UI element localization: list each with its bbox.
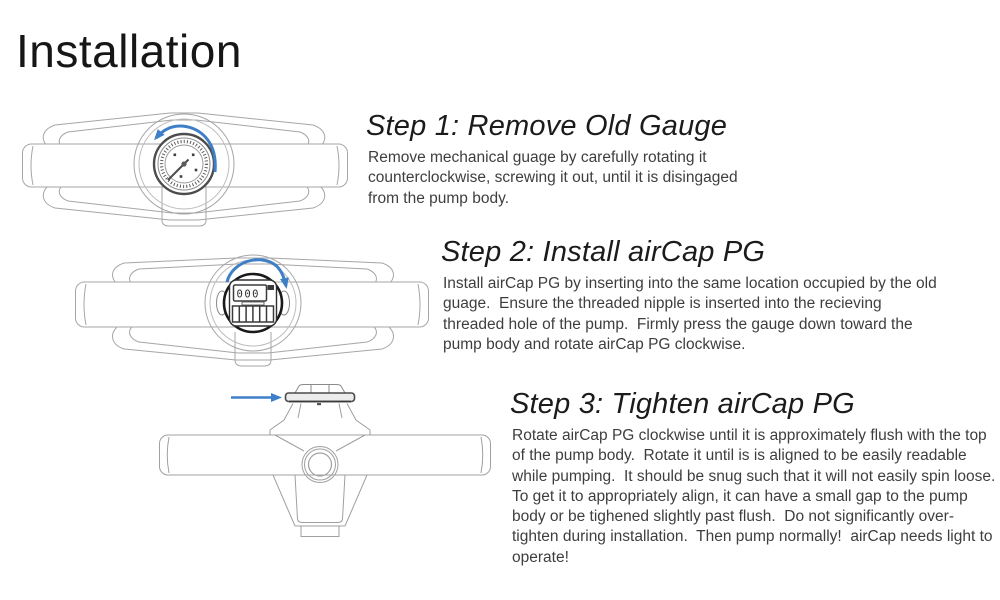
solar-panel: [231, 305, 275, 323]
aircap-pg-gauge: 000: [222, 272, 284, 334]
aircap-pg-side-view: [284, 384, 356, 406]
step-1-body: Remove mechanical guage by carefully rot…: [368, 149, 742, 207]
psi-unit-tag: [267, 285, 274, 290]
figure-step3-pump-side-view: [159, 384, 491, 537]
counterclockwise-arrow-icon: [154, 124, 217, 173]
step-3-section: Step 3: Tighten airCap PG Rotate airCap …: [510, 388, 996, 568]
step-1-section: Step 1: Remove Old Gauge Remove mechanic…: [366, 110, 748, 209]
lcd-display: [232, 284, 268, 302]
figure-step2-pump-top-view: 000: [75, 254, 429, 367]
step-2-heading: Step 2: Install airCap PG: [441, 236, 766, 268]
pump-body-line-art: [159, 403, 491, 537]
step-2-body: Install airCap PG by inserting into the …: [443, 275, 942, 353]
figure-step1-pump-top-view: [22, 112, 348, 227]
analog-gauge: [152, 132, 216, 196]
step-2-section: Step 2: Install airCap PG Install airCap…: [441, 236, 937, 355]
lcd-digits: 000: [237, 289, 260, 301]
page-title: Installation: [16, 25, 242, 77]
step-3-body: Rotate airCap PG clockwise until it is a…: [512, 427, 996, 566]
step-1-heading: Step 1: Remove Old Gauge: [366, 110, 728, 142]
clockwise-arrow-icon: [225, 258, 289, 289]
step-3-heading: Step 3: Tighten airCap PG: [510, 388, 855, 420]
